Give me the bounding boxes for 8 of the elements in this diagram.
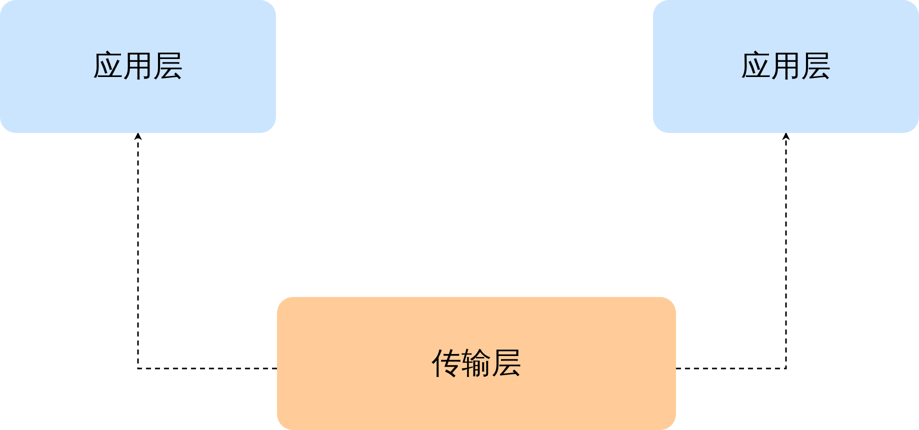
layer-label: 应用层 [93, 48, 183, 86]
dashed-arrow [676, 132, 790, 370]
layer-box [653, 0, 919, 133]
layer-box [277, 297, 676, 430]
layer-box [0, 0, 276, 133]
dashed-arrow [134, 132, 277, 370]
layer-label: 传输层 [432, 345, 522, 383]
layer-label: 应用层 [741, 48, 831, 86]
